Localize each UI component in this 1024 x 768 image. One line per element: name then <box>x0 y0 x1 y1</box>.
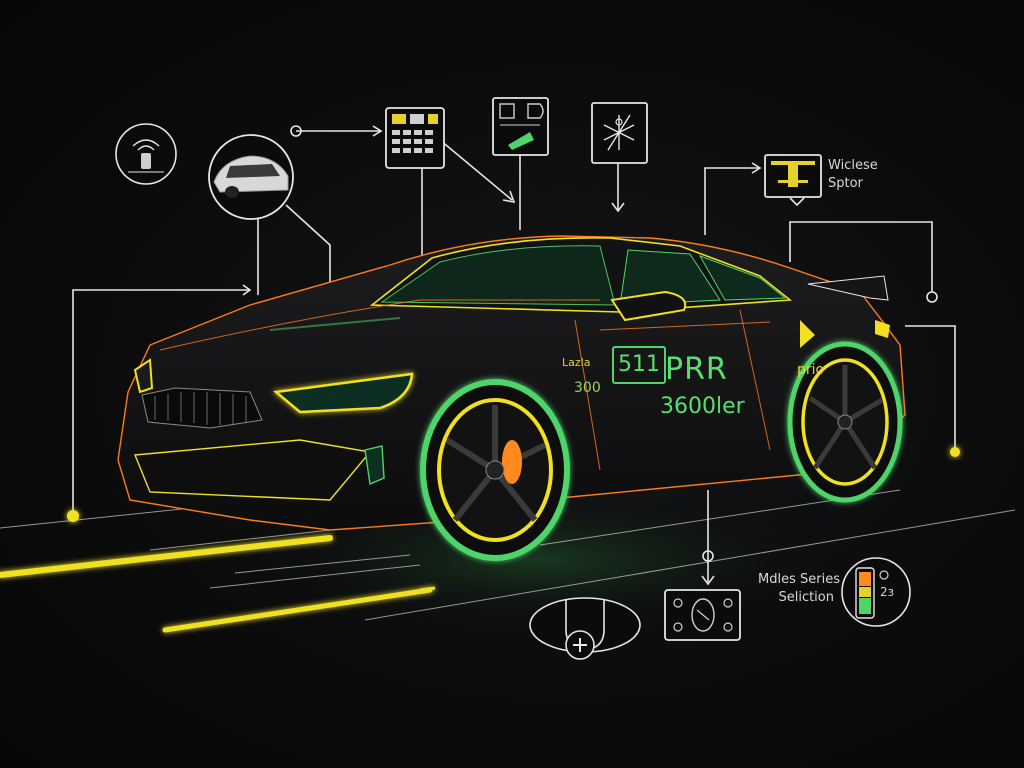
car-number-text: 300 <box>574 380 601 396</box>
connector-right-upper <box>789 221 933 292</box>
connector-right-lower <box>905 325 956 450</box>
sparkle-settings-icon <box>591 102 648 164</box>
car-rear-wheel <box>787 341 903 503</box>
floor-guide-1 <box>0 505 211 529</box>
label-top-right-line2: Sptor <box>828 176 863 191</box>
car-hood-text-line <box>269 317 401 331</box>
light-streak-2 <box>162 587 433 633</box>
floor-guide-4 <box>234 554 411 574</box>
car-badge-text: 511 <box>612 346 666 384</box>
connector-dots <box>67 125 960 562</box>
connectors <box>72 125 956 586</box>
light-streaks <box>0 535 436 633</box>
connector-left-arrow <box>242 284 252 296</box>
light-streak-arrow <box>419 586 436 592</box>
display-panel-icon <box>492 97 549 156</box>
label-top-right: Wiclese Sptor <box>828 157 878 193</box>
label-top-right-line1: Wiclese <box>828 158 878 173</box>
floor-guide-5 <box>364 509 1016 621</box>
connector-bottom-arrow <box>701 575 715 586</box>
connector-top-arrow <box>372 125 383 137</box>
dot-bottom-center <box>702 550 714 562</box>
car-front-wheel <box>420 379 570 561</box>
light-streak-1 <box>0 535 333 578</box>
car-model-text: PRR <box>665 352 728 387</box>
floor-guide-3 <box>209 564 421 589</box>
connector-t-down-arrow <box>789 197 805 207</box>
car-sub-text: 3600ler <box>660 394 745 419</box>
label-bottom-right: Mdles Series Seliction <box>758 571 840 607</box>
car-hood-line <box>159 299 600 351</box>
floor-guides <box>0 489 1016 621</box>
car-rear-text: prio <box>797 362 825 378</box>
dot-right-upper <box>926 291 938 303</box>
car-grille <box>141 387 263 429</box>
car-door-lines <box>574 309 771 471</box>
connector-t-left <box>704 167 760 235</box>
battery-gauge-icon <box>841 557 911 627</box>
dot-left-bottom <box>67 510 79 522</box>
car-headlight-left <box>133 358 154 394</box>
car-thumbnail-icon <box>208 134 294 220</box>
ellipse-plus-icon <box>529 597 641 660</box>
connector-sparkle-arrow <box>611 202 625 213</box>
car-grille-bars <box>154 392 247 425</box>
car-rear-window <box>698 255 787 301</box>
display-t-icon <box>764 154 822 198</box>
car-side-text: Lazla <box>562 356 591 369</box>
connector-dash-diag-arrow <box>502 190 516 204</box>
connector-dash-diag <box>439 139 513 201</box>
label-bottom-right-line1: Mdles Series <box>758 572 840 587</box>
dot-right-bottom <box>950 447 960 457</box>
car-illustration <box>117 235 906 561</box>
car-windshield <box>380 245 616 306</box>
dot-top <box>290 125 302 137</box>
dashboard-screen-icon <box>385 107 445 169</box>
connector-t-arrow <box>751 162 762 174</box>
car-mirror <box>610 290 687 322</box>
wireless-remote-icon <box>115 123 177 185</box>
car-bumper-vent <box>364 445 385 486</box>
label-bottom-right-line2: Seliction <box>778 590 834 605</box>
car-side-window <box>619 249 721 306</box>
connector-left <box>72 289 250 515</box>
car-bumper <box>133 439 372 501</box>
car-headlight <box>273 372 414 414</box>
instrument-panel-icon <box>664 589 741 641</box>
car-spoiler <box>807 275 889 301</box>
car-rear-light <box>875 320 890 338</box>
car-rear-badge <box>800 320 815 348</box>
gauge-value-label: 2з <box>880 585 895 599</box>
